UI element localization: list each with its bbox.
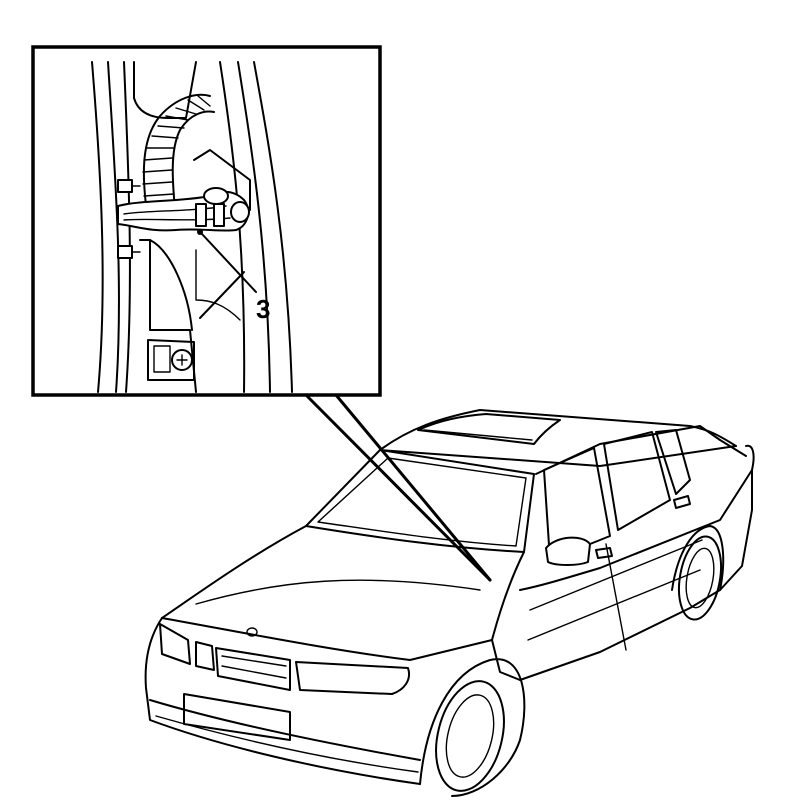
check-strap [117, 187, 250, 235]
front-wheel [419, 658, 526, 797]
rear-wheel [671, 525, 725, 621]
sedan-car-outline [144, 409, 755, 797]
front-fascia [144, 617, 421, 785]
wiring-harness [142, 93, 215, 221]
side-mirror [545, 536, 591, 566]
detail-inset: 3 [31, 45, 382, 397]
inner-panel [133, 61, 251, 393]
bolts [117, 179, 193, 371]
windshield [305, 449, 535, 553]
lower-bracket [147, 339, 195, 381]
bolt-icon [117, 179, 141, 193]
bolt-icon [117, 245, 141, 259]
side-windows [535, 425, 747, 561]
side-body [491, 444, 755, 681]
roof [379, 409, 737, 467]
callout-leader [201, 233, 257, 293]
bolt-icon [171, 349, 193, 371]
hood [161, 525, 525, 661]
inset-pointer [304, 393, 492, 582]
callout-3-label: 3 [256, 294, 270, 324]
